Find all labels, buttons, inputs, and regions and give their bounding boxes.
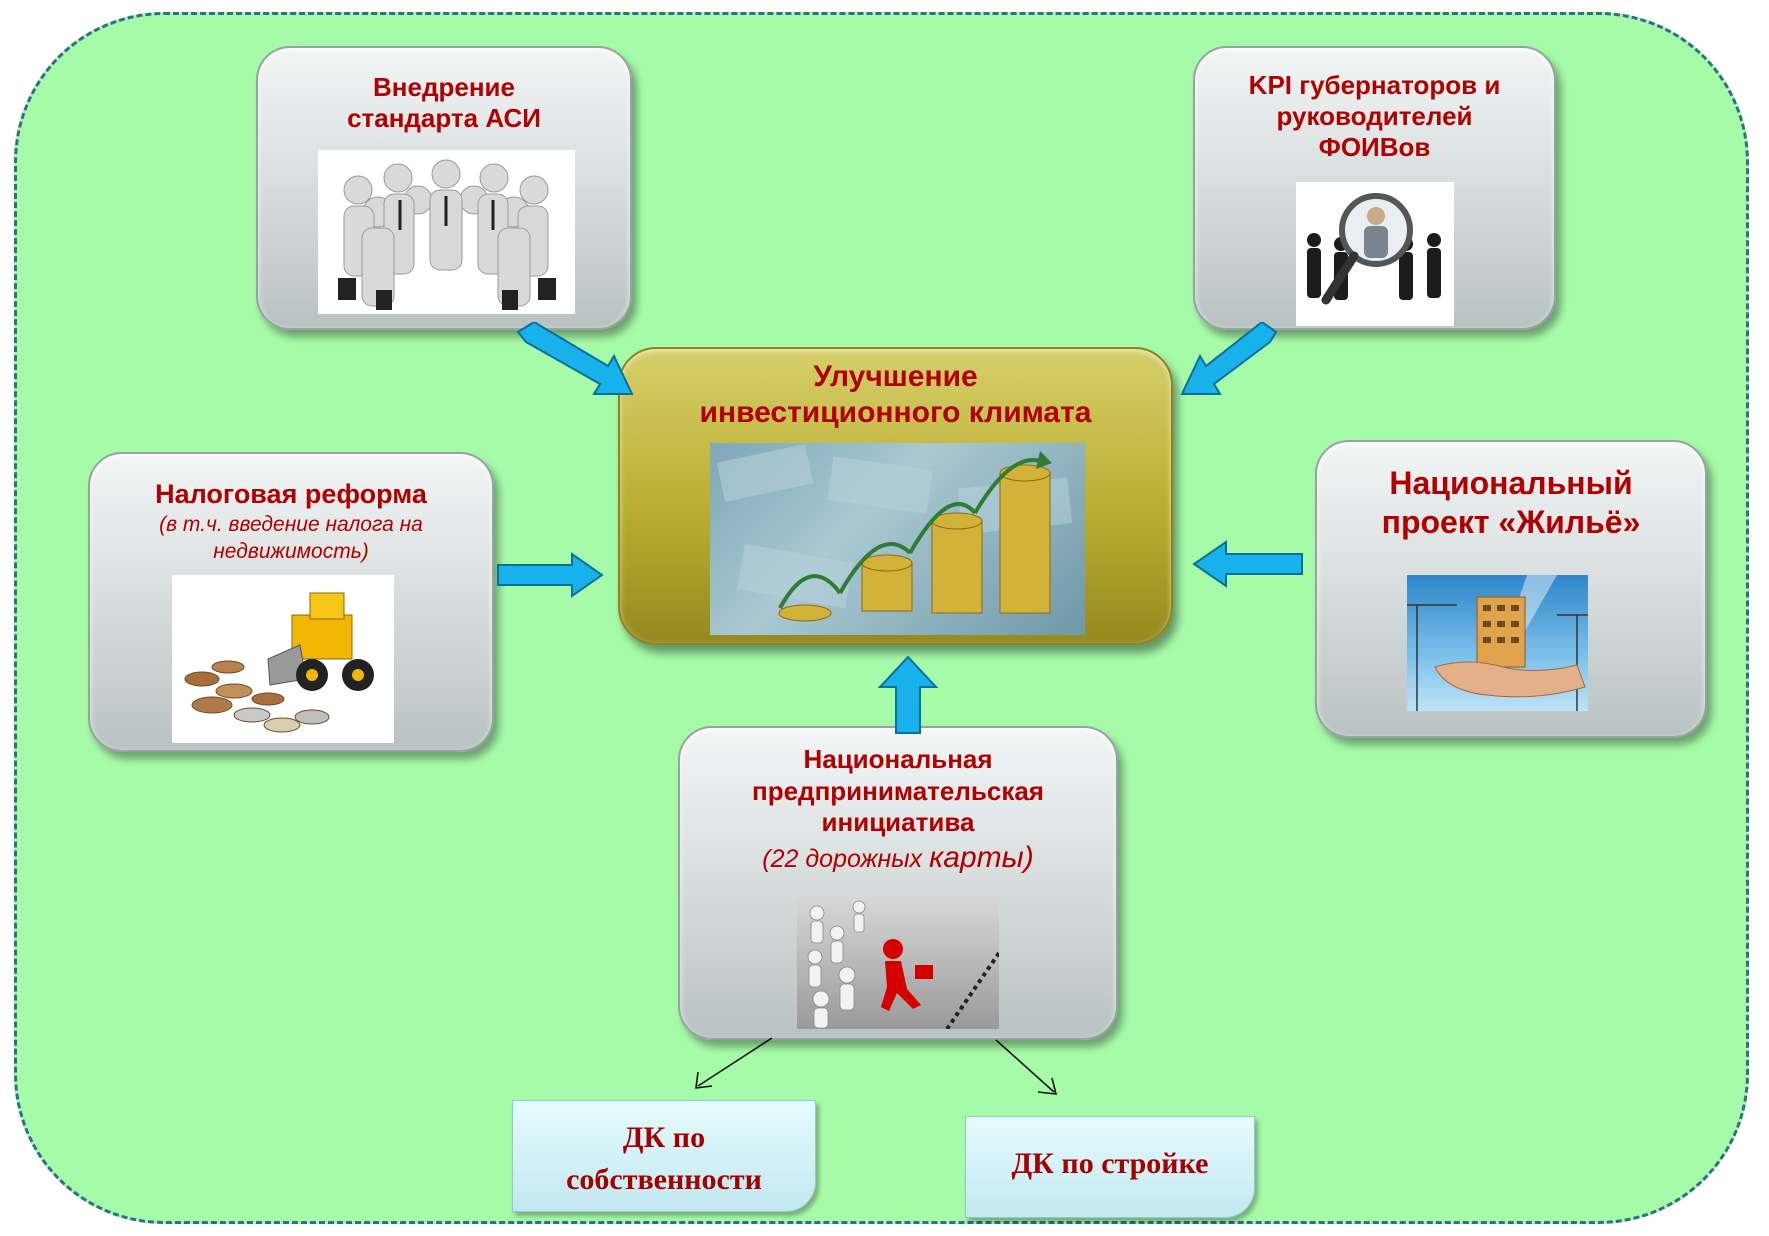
asi-title-line2: стандарта АСИ	[347, 103, 541, 134]
connector-to-property-note	[695, 1037, 773, 1089]
kpi-title-line2: руководителей	[1276, 101, 1473, 132]
box-investment-climate: Улучшение инвестиционного климата	[618, 347, 1173, 645]
npi-title-line3: инициатива	[821, 807, 975, 838]
team-handshake-image	[318, 150, 575, 314]
property-note-line1: ДК по	[622, 1121, 706, 1154]
house-in-hand-image	[1407, 575, 1588, 711]
connector-to-construction-note	[995, 1039, 1058, 1095]
property-note-line2: собственности	[566, 1163, 762, 1196]
npi-subtitle-big: карты)	[929, 841, 1034, 875]
arrow-tax-to-center	[497, 552, 604, 598]
magnifier-people-image	[1296, 182, 1454, 326]
coins-growth-image	[710, 443, 1085, 635]
housing-title-line2: проект «Жильё»	[1381, 504, 1641, 541]
box-tax-reform: Налоговая реформа (в т.ч. введение налог…	[88, 452, 494, 752]
box-entrepreneurial-initiative: Национальная предпринимательская инициат…	[678, 726, 1118, 1040]
kpi-title-line1: KPI губернаторов и	[1248, 70, 1501, 100]
center-title-line1: Улучшение	[813, 360, 978, 393]
runners-leader-image	[797, 893, 999, 1029]
arrow-kpi-to-center	[1180, 322, 1278, 395]
tax-subtitle-line2: недвижимость)	[213, 539, 369, 563]
tax-title: Налоговая реформа	[155, 479, 427, 509]
box-housing-project: Национальный проект «Жильё»	[1315, 440, 1707, 738]
arrow-initiative-to-center	[877, 655, 939, 734]
bulldozer-coins-image	[172, 575, 394, 743]
center-title-line2: инвестиционного климата	[699, 396, 1092, 429]
arrow-asi-to-center	[516, 322, 634, 395]
box-kpi: KPI губернаторов и руководителей ФОИВов	[1193, 46, 1556, 330]
arrow-housing-to-center	[1192, 540, 1303, 588]
construction-note-text: ДК по стройке	[1011, 1147, 1209, 1180]
asi-title-line1: Внедрение	[373, 72, 515, 102]
npi-subtitle-pre: (22 дорожных	[762, 845, 930, 874]
note-construction-roadmap: ДК по стройке	[965, 1116, 1255, 1218]
kpi-title-line3: ФОИВов	[1318, 132, 1431, 163]
note-property-roadmap: ДК по собственности	[512, 1100, 816, 1212]
tax-subtitle-line1: (в т.ч. введение налога на	[159, 513, 423, 537]
npi-title-line1: Национальная	[803, 744, 993, 774]
housing-title-line1: Национальный	[1389, 465, 1633, 501]
box-asi-standard: Внедрение стандарта АСИ	[256, 46, 632, 330]
npi-title-line2: предпринимательская	[752, 775, 1044, 806]
